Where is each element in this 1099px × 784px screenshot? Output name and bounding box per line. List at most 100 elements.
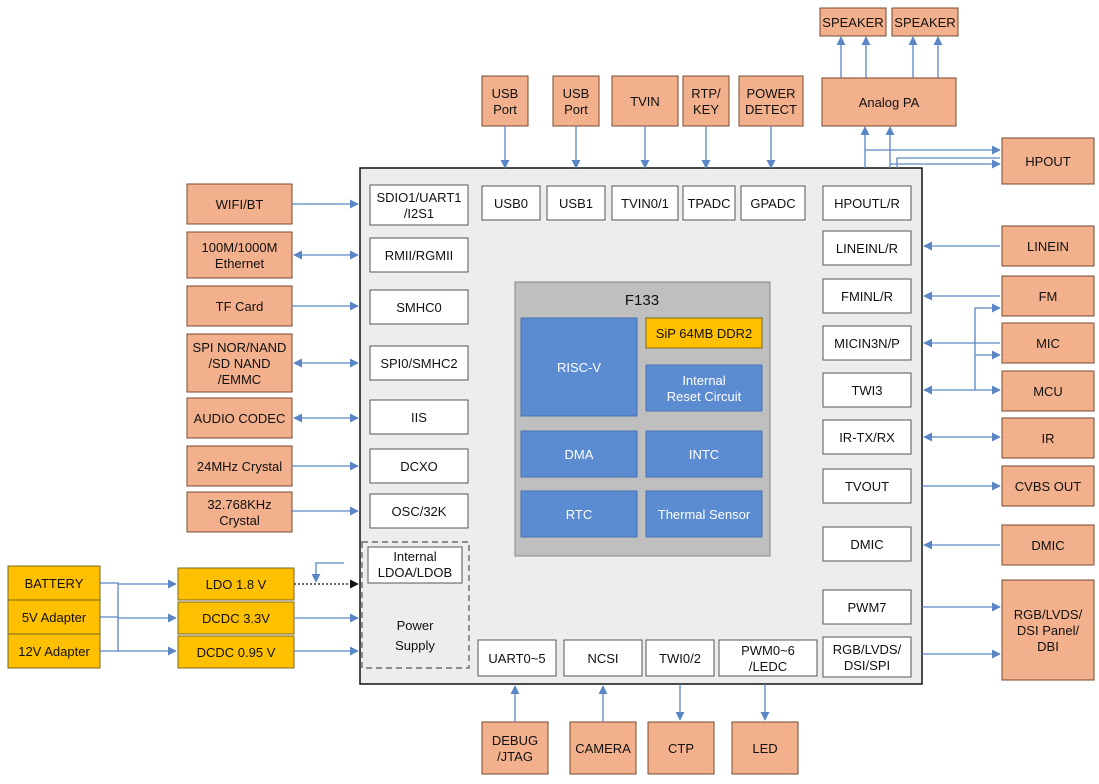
block-spi0-box [369,345,469,381]
block-usbport2-box [552,75,600,127]
block-speaker1-box [819,7,887,37]
block-audiocodec: AUDIO CODEC [186,397,293,439]
block-dmicin-box [822,526,912,562]
core-reset-label: Internal [682,373,725,388]
block-rgbpanel-label: RGB/LVDS/ [1014,607,1083,622]
block-usb0-label: USB0 [494,196,528,211]
block-spinor-box [186,333,293,393]
block-hpout-label: HPOUT [1025,154,1071,169]
block-adapter12-box [7,633,101,669]
block-dcdc33-box [177,601,295,635]
block-dcdc095-box [177,635,295,669]
block-linein: LINEIN [1001,225,1095,267]
block-speaker1-label: SPEAKER [822,15,883,30]
core-intc-label: INTC [689,447,719,462]
block-dcdc33: DCDC 3.3V [177,601,295,635]
block-hpoutlr-label: HPOUTL/R [834,196,900,211]
block-crystal24: 24MHz Crystal [186,445,293,487]
block-tpadc-box [682,185,736,221]
block-twi02: TWI0/2 [645,639,715,677]
block-ir: IR [1001,417,1095,459]
block-gpadc-box [740,185,806,221]
block-usbport1-label: Port [493,102,517,117]
block-uart05-label: UART0~5 [488,651,545,666]
block-rtpkey-box [682,75,730,127]
block-tvout: TVOUT [822,468,912,504]
block-crystal24-label: 24MHz Crystal [197,459,282,474]
block-sdio-box [369,184,469,226]
block-powerdetect-box [738,75,804,127]
core-thermal-box [645,490,763,538]
power-supply-label: Power [397,618,435,633]
block-dcdc095-label: DCDC 0.95 V [197,645,276,660]
block-gpadc-label: GPADC [750,196,795,211]
block-ldo18: LDO 1.8 V [177,567,295,601]
block-dcxo-box [369,448,469,484]
block-smhc0-label: SMHC0 [396,300,442,315]
core-dma-box [520,430,638,478]
block-tvin: TVIN [611,75,679,127]
block-fm: FM [1001,275,1095,317]
block-lineinlr-label: LINEINL/R [836,241,898,256]
block-dmic-box [1001,524,1095,566]
block-adapter5-label: 5V Adapter [22,610,87,625]
core-rtc-box [520,490,638,538]
block-fm-box [1001,275,1095,317]
block-tvin01-box [611,185,679,221]
block-twi3-label: TWI3 [851,383,882,398]
block-rgbpanel-label: DBI [1037,639,1059,654]
block-rgbif-box [822,636,912,678]
block-iis: IIS [369,399,469,435]
block-spinor-label: SPI NOR/NAND [193,340,287,355]
block-mcu-label: MCU [1033,384,1063,399]
block-rmii-label: RMII/RGMII [385,248,454,263]
block-tfcard-label: TF Card [216,299,264,314]
block-audiocodec-label: AUDIO CODEC [194,411,286,426]
core-sip: SiP 64MB DDR2 [645,317,763,349]
block-tpadc: TPADC [682,185,736,221]
block-usb0: USB0 [481,185,541,221]
block-uart05: UART0~5 [477,639,557,677]
block-led-label: LED [752,741,777,756]
block-usbport1-label: USB [492,86,519,101]
block-osc32k: OSC/32K [369,493,469,529]
block-debug-label: /JTAG [497,749,533,764]
core-rtc: RTC [520,490,638,538]
core-risc-label: RISC-V [557,360,601,375]
block-wifi-label: WIFI/BT [216,197,264,212]
block-mic-box [1001,322,1095,364]
block-wifi: WIFI/BT [186,183,293,225]
block-twi02-label: TWI0/2 [659,651,701,666]
block-dcxo-label: DCXO [400,459,438,474]
core-risc: RISC-V [520,317,638,417]
core-intc-box [645,430,763,478]
block-ldo18-label: LDO 1.8 V [206,577,267,592]
f133-title: F133 [625,292,659,309]
block-led: LED [731,721,799,775]
block-speaker2-label: SPEAKER [894,15,955,30]
block-micin-box [822,325,912,361]
block-hpout-box [1001,137,1095,185]
block-speaker1: SPEAKER [819,7,887,37]
block-usb1-label: USB1 [559,196,593,211]
block-smhc0: SMHC0 [369,289,469,325]
block-crystal32-label: Crystal [219,513,260,528]
block-twi3-box [822,372,912,408]
block-dmicin-label: DMIC [850,537,883,552]
block-gpadc: GPADC [740,185,806,221]
block-pwm7: PWM7 [822,589,912,625]
block-audiocodec-box [186,397,293,439]
core-sip-box [645,317,763,349]
block-lineinlr: LINEINL/R [822,230,912,266]
block-fminlr-box [822,278,912,314]
block-rmii: RMII/RGMII [369,237,469,273]
block-fminlr: FMINL/R [822,278,912,314]
block-battery: BATTERY [7,565,101,601]
block-rtpkey-label: KEY [693,102,719,117]
block-crystal24-box [186,445,293,487]
block-usb1: USB1 [546,185,606,221]
power-supply-region: Power Supply Internal LDOA/LDOB [361,541,470,669]
block-ethernet-box [186,231,293,279]
